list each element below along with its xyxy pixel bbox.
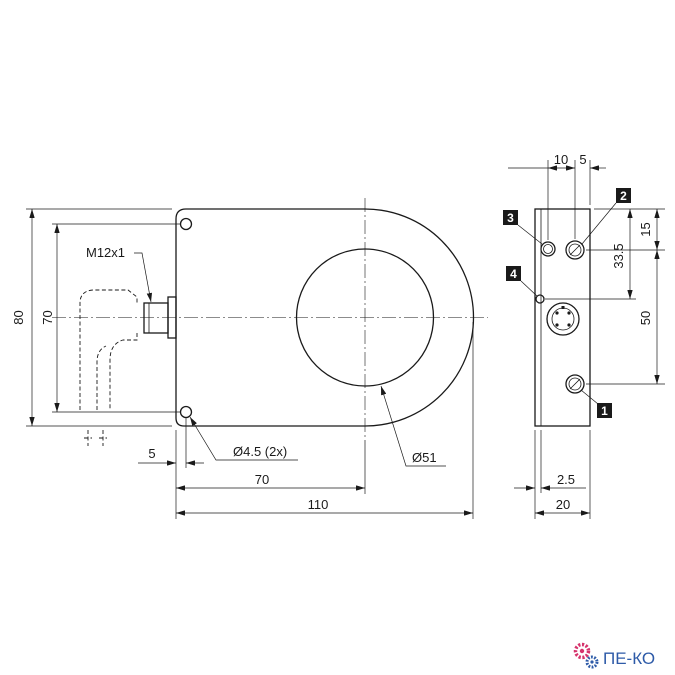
mounting-hole-label: Ø4.5 (2x) — [233, 444, 287, 459]
callout-4-label: 4 — [510, 267, 517, 281]
dimension-label-hole-offset: 5 — [148, 446, 155, 461]
callout-1-leader — [580, 389, 599, 405]
screw-2-slot — [569, 244, 581, 256]
side-view: 3 2 4 1 10 5 15 — [503, 152, 665, 519]
gear-hub-icon — [579, 648, 585, 654]
callout-4-leader — [520, 280, 538, 297]
gear-icon — [573, 642, 591, 660]
callout-3-leader — [517, 224, 543, 245]
m12-pin-3 — [555, 323, 559, 327]
mounting-hole-top — [179, 217, 193, 231]
screw-1 — [565, 374, 585, 394]
mounting-hole-bottom — [179, 405, 193, 419]
angled-plug-outline-bottom — [109, 333, 138, 410]
side-hole-3-inner — [543, 244, 553, 254]
dimension-label-bottom-offset: 2.5 — [557, 472, 575, 487]
screw-1-slot — [569, 378, 581, 390]
side-housing-outline — [534, 208, 591, 427]
m12-pin-1 — [555, 311, 559, 315]
mounting-hole-leader — [189, 416, 298, 461]
callout-1-label: 1 — [601, 404, 608, 418]
callout-3-box — [503, 210, 518, 225]
callout-2-label: 2 — [620, 189, 627, 203]
m12-pin-4 — [567, 323, 571, 327]
company-logo: ПЕ-КО — [573, 642, 655, 669]
dimension-label-height: 80 — [11, 310, 26, 324]
dimension-label-right-screw-spacing: 50 — [638, 311, 653, 325]
screw-2 — [565, 240, 585, 260]
small-gear-hub-icon — [590, 660, 594, 664]
callout-2-leader — [581, 202, 617, 245]
connector-thread-label: M12x1 — [86, 245, 125, 260]
bore-diameter-leader — [380, 385, 446, 467]
callout-4: 4 — [506, 266, 538, 297]
callout-4-box — [506, 266, 521, 281]
logo-text: ПЕ-КО — [603, 649, 655, 668]
callout-2-box — [616, 188, 631, 203]
side-hole-3 — [540, 241, 556, 257]
dimension-label-right-upper: 15 — [638, 222, 653, 236]
callout-1-box — [597, 403, 612, 418]
dimension-label-top-hole-spacing: 10 — [554, 152, 568, 167]
m12-connector-body — [143, 302, 169, 334]
sensor-housing-outline — [175, 208, 475, 427]
callout-1: 1 — [580, 389, 612, 418]
small-gear-icon — [585, 655, 599, 669]
dimension-label-hole-spacing: 70 — [40, 310, 55, 324]
m12-pin-2 — [567, 311, 571, 315]
side-hole-4 — [535, 294, 545, 304]
screw-1-inner — [568, 377, 582, 391]
sensor-bore — [295, 248, 435, 387]
angled-plug-inner-line — [96, 345, 107, 410]
front-view: M12x1 80 70 5 Ø4.5 (2x) Ø51 70 110 — [11, 198, 488, 519]
screw-2-inner — [568, 243, 582, 257]
callout-3-label: 3 — [507, 211, 514, 225]
m12-connector-insert — [551, 307, 575, 331]
dimension-label-width: 20 — [556, 497, 570, 512]
bore-diameter-label: Ø51 — [412, 450, 437, 465]
callout-2: 2 — [581, 188, 631, 245]
angled-plug-outline-top — [79, 289, 138, 410]
callout-3: 3 — [503, 210, 543, 245]
connector-thread-leader — [134, 252, 153, 303]
dimension-label-right-connector: 33.5 — [611, 243, 626, 268]
cable-end — [84, 430, 107, 446]
dimension-label-bore-center: 70 — [255, 472, 269, 487]
dimension-label-length: 110 — [308, 497, 329, 512]
m12-key — [561, 306, 565, 309]
m12-connector-face — [546, 302, 580, 336]
dimension-label-top-edge-offset: 5 — [579, 152, 586, 167]
